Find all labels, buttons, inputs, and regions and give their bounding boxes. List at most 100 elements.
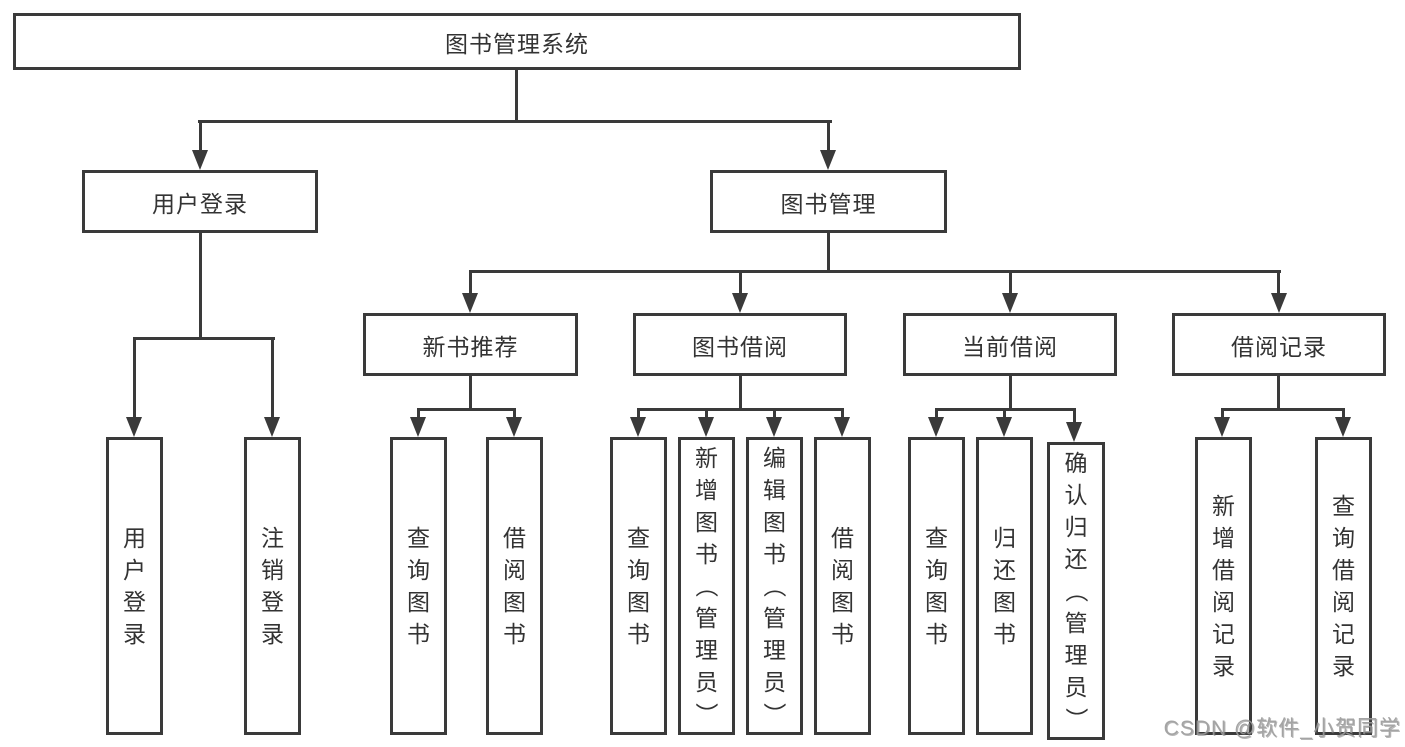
vertical-char: 查 <box>407 525 430 551</box>
vertical-char: 增 <box>695 477 718 503</box>
connector-line <box>1009 376 1012 409</box>
connector-line <box>417 408 516 411</box>
vertical-char: 询 <box>925 557 948 583</box>
leaf-borrow-books: 借阅图书 <box>814 437 871 735</box>
leaf-query-books-borrowing: 查询图书 <box>610 437 667 735</box>
arrow-down-icon <box>1066 422 1082 442</box>
vertical-char: ） <box>693 702 720 726</box>
node-label: 当前借阅 <box>962 333 1058 360</box>
arrow-down-icon <box>820 150 836 170</box>
connector-line <box>827 120 830 152</box>
vertical-char: 还 <box>993 557 1016 583</box>
arrow-down-icon <box>506 417 522 437</box>
vertical-char: 图 <box>763 509 786 535</box>
vertical-char: 书 <box>831 621 854 647</box>
vertical-char: 图 <box>695 509 718 535</box>
vertical-char: 图 <box>925 589 948 615</box>
arrow-down-icon <box>410 417 426 437</box>
vertical-char: 注 <box>261 525 284 551</box>
vertical-char: 录 <box>1212 653 1235 679</box>
vertical-char: 户 <box>123 557 146 583</box>
leaf-add-borrow-record: 新增借阅记录 <box>1195 437 1252 735</box>
node-book-management: 图书管理 <box>710 170 947 233</box>
vertical-char: 员 <box>1064 674 1088 700</box>
vertical-char: 图 <box>503 589 526 615</box>
vertical-char: 管 <box>763 605 786 631</box>
vertical-char: 归 <box>1064 514 1088 540</box>
vertical-char: 书 <box>763 541 786 567</box>
connector-line <box>827 233 830 270</box>
node-book-borrowing: 图书借阅 <box>633 313 847 376</box>
vertical-char: 录 <box>1332 653 1355 679</box>
node-label: 借阅记录 <box>1231 333 1327 360</box>
connector-line <box>739 376 742 409</box>
vertical-char: （ <box>761 574 788 598</box>
connector-line <box>199 233 202 337</box>
connector-line <box>773 408 776 420</box>
node-label: 新书推荐 <box>422 333 519 360</box>
connector-line <box>133 337 275 340</box>
vertical-char: 借 <box>1332 557 1355 583</box>
vertical-char: 借 <box>1212 557 1235 583</box>
vertical-char: 增 <box>1212 525 1235 551</box>
connector-line <box>417 408 420 420</box>
arrow-down-icon <box>1002 293 1018 313</box>
vertical-char: 查 <box>627 525 650 551</box>
vertical-char: 阅 <box>1212 589 1235 615</box>
connector-line <box>1221 408 1224 420</box>
vertical-char: 理 <box>695 637 718 663</box>
vertical-char: 员 <box>695 669 718 695</box>
vertical-char: 归 <box>993 525 1016 551</box>
arrow-down-icon <box>928 417 944 437</box>
node-label: 图书借阅 <box>692 333 788 360</box>
vertical-char: 确 <box>1064 450 1088 476</box>
connector-line <box>705 408 708 420</box>
connector-line <box>1342 408 1345 420</box>
connector-line <box>1073 408 1076 425</box>
arrow-down-icon <box>462 293 478 313</box>
vertical-char: 书 <box>503 621 526 647</box>
vertical-char: 记 <box>1332 621 1355 647</box>
vertical-char: 认 <box>1064 482 1088 508</box>
vertical-char: 登 <box>123 589 146 615</box>
vertical-char: 图 <box>407 589 430 615</box>
arrow-down-icon <box>630 417 646 437</box>
connector-line <box>133 337 136 419</box>
leaf-user-login: 用户登录 <box>106 437 163 735</box>
connector-line <box>935 408 938 420</box>
vertical-char: 阅 <box>503 557 526 583</box>
vertical-char: 书 <box>993 621 1016 647</box>
connector-line <box>637 408 844 411</box>
connector-line <box>469 270 472 295</box>
connector-line <box>469 376 472 409</box>
vertical-char: （ <box>1063 579 1089 603</box>
vertical-char: 辑 <box>763 477 786 503</box>
vertical-char: 询 <box>627 557 650 583</box>
leaf-edit-books-admin: 编辑图书（管理员） <box>746 437 803 735</box>
leaf-borrow-books-recommend: 借阅图书 <box>486 437 543 735</box>
connector-line <box>199 120 202 152</box>
node-new-book-recommendation: 新书推荐 <box>363 313 578 376</box>
connector-line <box>469 270 1281 273</box>
vertical-char: 借 <box>831 525 854 551</box>
leaf-add-books-admin: 新增图书（管理员） <box>678 437 735 735</box>
connector-line <box>198 120 832 123</box>
vertical-char: ） <box>1063 707 1089 731</box>
vertical-char: 阅 <box>831 557 854 583</box>
connector-line <box>1277 376 1280 409</box>
vertical-char: 新 <box>1212 493 1235 519</box>
connector-line <box>1009 270 1012 295</box>
node-user-login: 用户登录 <box>82 170 318 233</box>
arrow-down-icon <box>698 417 714 437</box>
connector-line <box>271 337 274 419</box>
node-label: 图书管理系统 <box>445 30 589 57</box>
vertical-char: 管 <box>695 605 718 631</box>
vertical-char: 记 <box>1212 621 1235 647</box>
vertical-char: 录 <box>261 621 284 647</box>
vertical-char: 图 <box>993 589 1016 615</box>
vertical-char: 还 <box>1064 546 1088 572</box>
vertical-char: 理 <box>1064 642 1088 668</box>
arrow-down-icon <box>834 417 850 437</box>
vertical-char: 阅 <box>1332 589 1355 615</box>
vertical-char: 图 <box>831 589 854 615</box>
